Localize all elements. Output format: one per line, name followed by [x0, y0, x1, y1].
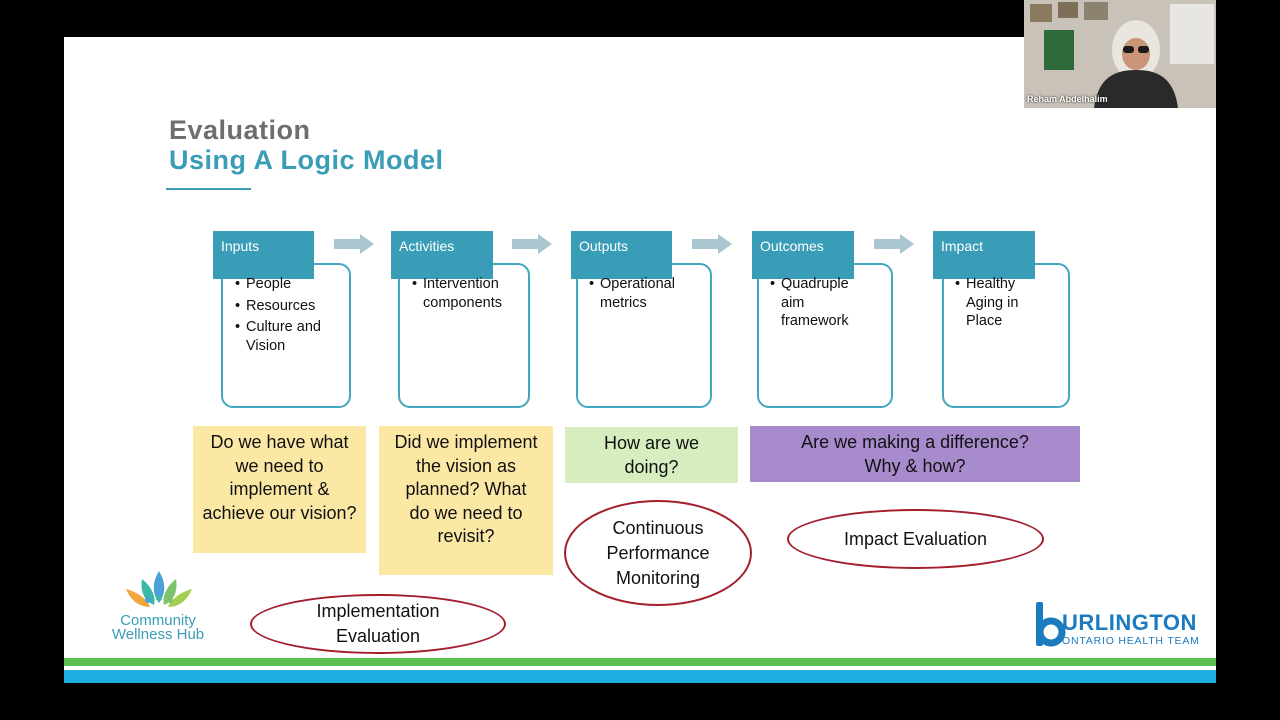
- impact-label: Impact: [941, 238, 984, 254]
- continuous-performance-ellipse: Continuous Performance Monitoring: [564, 500, 752, 606]
- outcomes-impact-question: Are we making a difference? Why & how?: [750, 426, 1080, 482]
- bullet-item: Resources: [235, 297, 345, 316]
- slide-title-line1: Evaluation: [169, 115, 311, 145]
- community-wellness-hub-logo: [126, 571, 192, 607]
- bullet-item: Quadruple aim framework: [770, 275, 870, 331]
- impact-header: Impact: [933, 231, 1035, 279]
- inputs-header: Inputs: [213, 231, 314, 279]
- slide-title-line2: Using A Logic Model: [169, 145, 444, 175]
- community-wellness-hub-text: Community Wellness Hub: [108, 612, 208, 643]
- cwh-line-2: Wellness Hub: [111, 626, 205, 643]
- participant-name-label: Reham Abdelhalim: [1027, 94, 1108, 104]
- burlington-oht-logo-mark: [1036, 602, 1066, 647]
- outcomes-label: Outcomes: [760, 238, 824, 254]
- footer-stripe-blue: [64, 670, 1216, 683]
- activities-label: Activities: [399, 238, 455, 254]
- impact-bullets: Healthy Aging in Place: [955, 275, 1035, 334]
- outputs-question: How are we doing?: [565, 427, 738, 483]
- implementation-evaluation-ellipse: Implementation Evaluation: [250, 594, 506, 654]
- question-line-2: Why & how?: [864, 455, 966, 476]
- bullet-item: Culture and Vision: [235, 318, 345, 355]
- burlington-name: URLINGTON: [1062, 610, 1197, 635]
- inputs-bullets: People Resources Culture and Vision: [235, 275, 345, 358]
- footer-stripe-green: [64, 658, 1216, 666]
- impact-evaluation-ellipse: Impact Evaluation: [787, 509, 1044, 569]
- right-arrow-icon: [692, 234, 732, 254]
- participant-video-tile[interactable]: Reham Abdelhalim: [1024, 0, 1216, 108]
- inputs-question: Do we have what we need to implement & a…: [193, 426, 366, 553]
- participant-avatar-image: [1024, 0, 1216, 108]
- activities-question: Did we implement the vision as planned? …: [379, 426, 553, 575]
- outputs-label: Outputs: [579, 238, 629, 254]
- inputs-label: Inputs: [221, 238, 260, 254]
- right-arrow-icon: [874, 234, 914, 254]
- outcomes-header: Outcomes: [752, 231, 854, 279]
- presentation-slide: Evaluation Using A Logic Model Inputs Pe…: [64, 37, 1216, 683]
- bullet-item: Intervention components: [412, 275, 524, 312]
- outcomes-bullets: Quadruple aim framework: [770, 275, 870, 334]
- footer-stripe-white: [64, 666, 1216, 670]
- question-line-1: Are we making a difference?: [801, 432, 1029, 452]
- bullet-item: People: [235, 275, 345, 294]
- activities-bullets: Intervention components: [412, 275, 524, 315]
- burlington-subtitle: ONTARIO HEALTH TEAM: [1062, 635, 1200, 647]
- cwh-line-1: Community: [120, 612, 196, 629]
- title-underline: [166, 188, 251, 190]
- right-arrow-icon: [512, 234, 552, 254]
- activities-header: Activities: [391, 231, 493, 279]
- bullet-item: Operational metrics: [589, 275, 707, 312]
- right-arrow-icon: [334, 234, 374, 254]
- outputs-header: Outputs: [571, 231, 672, 279]
- bullet-item: Healthy Aging in Place: [955, 275, 1035, 331]
- outputs-bullets: Operational metrics: [589, 275, 707, 315]
